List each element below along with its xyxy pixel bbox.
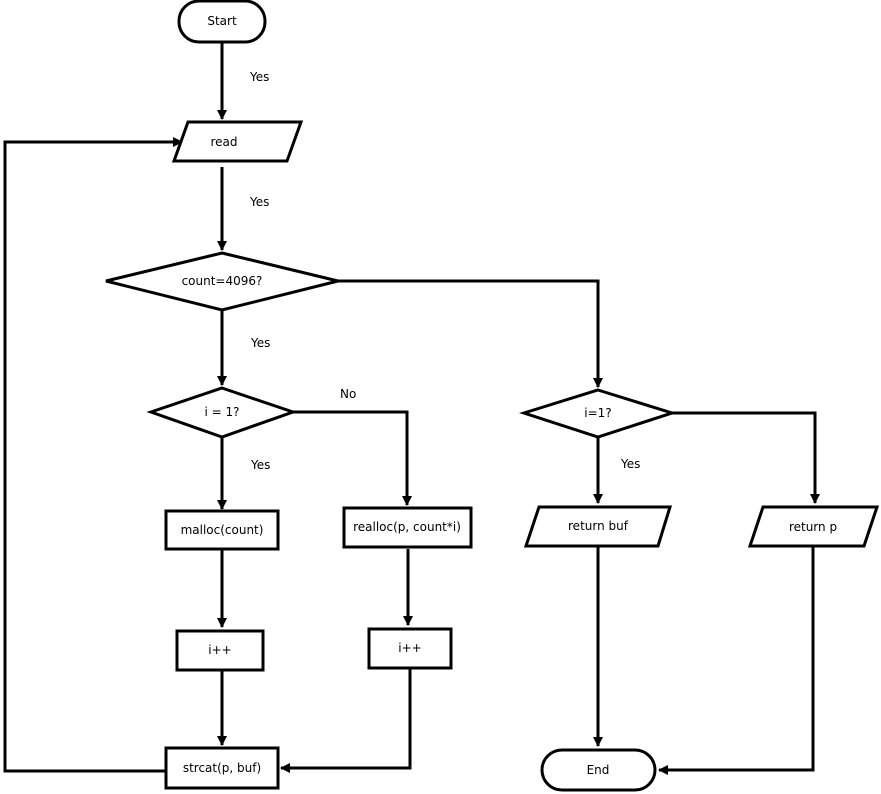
start-label: Start xyxy=(207,14,237,28)
inc-left-node: i++ xyxy=(175,629,265,672)
edge-count-to-i-right xyxy=(338,279,603,388)
edge-label-i-left-no: No xyxy=(340,387,356,401)
i-decision-right-node: i=1? xyxy=(519,388,677,439)
inc-right-node: i++ xyxy=(367,627,453,670)
edge-label-count-to-i-left: Yes xyxy=(250,336,270,350)
i-decision-right-label: i=1? xyxy=(584,406,611,420)
return-p-label: return p xyxy=(789,520,837,534)
end-label: End xyxy=(587,763,610,777)
edge-inc-right-to-strcat xyxy=(280,669,412,773)
edge-label-start-to-read: Yes xyxy=(249,70,269,84)
i-decision-left-label: i = 1? xyxy=(204,405,239,419)
start-node: Start xyxy=(177,0,267,44)
return-buf-label: return buf xyxy=(568,519,629,533)
realloc-node: realloc(p, count*i) xyxy=(342,506,473,549)
strcat-node: strcat(p, buf) xyxy=(164,746,280,790)
malloc-node: malloc(count) xyxy=(164,509,280,551)
count-decision-label: count=4096? xyxy=(182,274,263,288)
realloc-label: realloc(p, count*i) xyxy=(353,520,461,534)
edge-label-read-to-count: Yes xyxy=(249,195,269,209)
edge-return-p-to-end xyxy=(658,547,815,775)
return-p-node: return p xyxy=(747,505,880,548)
read-node: read xyxy=(171,120,304,163)
end-node: End xyxy=(540,748,657,792)
edge-i-right-to-return-p xyxy=(672,411,820,504)
count-decision-node: count=4096? xyxy=(105,251,339,312)
return-buf-node: return buf xyxy=(523,505,673,548)
inc-left-label: i++ xyxy=(208,643,231,657)
inc-right-label: i++ xyxy=(398,641,421,655)
edge-i-left-to-realloc xyxy=(293,410,412,506)
read-label: read xyxy=(210,135,237,149)
edge-label-i-right-yes: Yes xyxy=(620,457,640,471)
strcat-label: strcat(p, buf) xyxy=(183,761,261,775)
edge-strcat-loop-to-read xyxy=(3,137,183,773)
malloc-label: malloc(count) xyxy=(181,523,264,537)
i-decision-left-node: i = 1? xyxy=(146,386,298,439)
edge-label-i-left-yes: Yes xyxy=(250,458,270,472)
